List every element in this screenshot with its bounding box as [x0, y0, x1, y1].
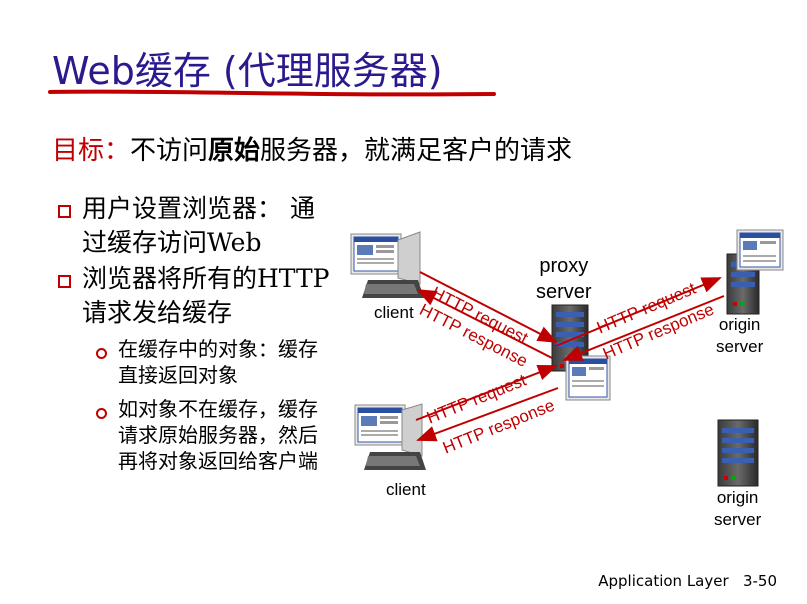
arrow-client1-request [419, 271, 558, 343]
origin-1-line-1: origin [718, 315, 761, 334]
goal-label: 目标： [52, 136, 131, 166]
sub-bullet-2-line-1: 如对象不在缓存，缓存 [118, 397, 318, 421]
origin-2-line-1: origin [716, 488, 759, 507]
bullet-item-2: 浏览器将所有的HTTP 请求发给缓存 [82, 262, 329, 330]
origin-server-label-2: origin server [714, 487, 761, 531]
proxy-label-line-2: server [536, 281, 592, 303]
bullet-box-icon [58, 273, 71, 292]
goal-line: 目标：不访问原始服务器，就满足客户的请求 [52, 130, 572, 167]
arrow-client2-request [415, 365, 558, 421]
title-underline [48, 89, 496, 97]
circle-bullet-icon [96, 344, 107, 363]
bullet-item-1: 用户设置浏览器： 通 过缓存访问Web [82, 192, 315, 260]
proxy-server-label: proxy server [536, 253, 592, 305]
sub-bullet-1: 在缓存中的对象：缓存 直接返回对象 [118, 336, 318, 388]
origin-server-label-1: origin server [716, 314, 763, 358]
slide-footer: Application Layer 3-50 [598, 572, 777, 590]
client-computer-icon-1 [350, 231, 424, 298]
bullet-1-line-1: 用户设置浏览器： 通 [82, 194, 315, 223]
client-label-1: client [374, 303, 414, 322]
origin-server-icon-1 [726, 229, 784, 315]
sub-bullet-1-line-2: 直接返回对象 [118, 363, 238, 387]
footer-page-number: 3-50 [742, 572, 777, 590]
origin-2-line-2: server [714, 510, 762, 529]
origin-server-icon-2 [717, 419, 759, 487]
arrow-client2-response [416, 387, 559, 442]
slide-title: Web缓存 (代理服务器) [52, 49, 443, 93]
client-label-2: client [386, 480, 426, 499]
circle-bullet-icon [96, 404, 107, 423]
bullet-box-icon [58, 203, 71, 222]
sub-bullet-2: 如对象不在缓存，缓存 请求原始服务器，然后 再将对象返回给客户端 [118, 396, 318, 474]
arrow-proxy-request [555, 277, 722, 347]
sub-bullet-2-line-3: 再将对象返回给客户端 [118, 449, 318, 473]
arrow-proxy-response [562, 295, 725, 361]
goal-text-b: 服务器，就满足客户的请求 [260, 136, 573, 166]
footer-chapter: Application Layer [598, 572, 729, 590]
arrow-client1-response [416, 289, 553, 359]
goal-text-bold: 原始 [208, 136, 261, 166]
sub-bullet-2-line-2: 请求原始服务器，然后 [118, 423, 318, 447]
origin-1-line-2: server [716, 337, 764, 356]
proxy-label-line-1: proxy [539, 255, 589, 277]
bullet-2-line-2: 请求发给缓存 [82, 298, 233, 327]
goal-text-a: 不访问 [130, 136, 209, 166]
sub-bullet-1-line-1: 在缓存中的对象：缓存 [118, 337, 318, 361]
client-computer-icon-2 [354, 403, 426, 470]
bullet-1-line-2: 过缓存访问Web [82, 228, 262, 257]
bullet-2-line-1: 浏览器将所有的HTTP [82, 264, 330, 293]
